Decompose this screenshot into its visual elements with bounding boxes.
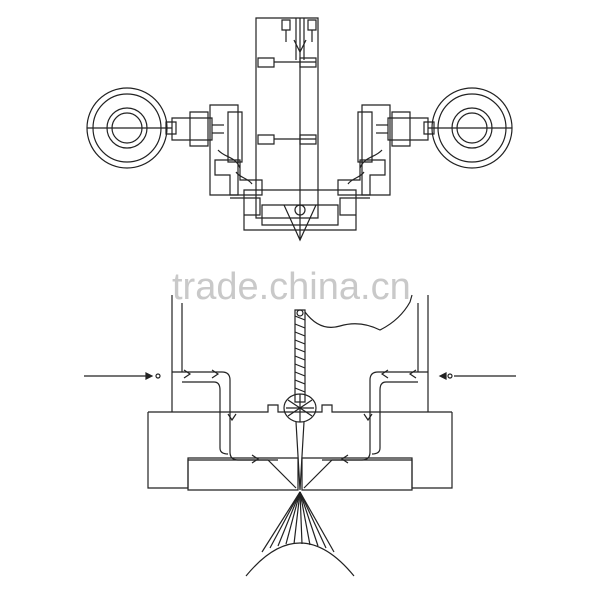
right-side-assembly — [338, 105, 428, 215]
right-inlet-arrow — [440, 373, 516, 379]
left-spool — [87, 88, 176, 168]
central-body — [244, 18, 356, 240]
polymer-feed-column — [295, 310, 305, 402]
top-assembly-view — [87, 18, 512, 240]
fiber-spray — [262, 492, 334, 552]
collector-drum — [246, 543, 354, 576]
right-air-channel — [304, 372, 428, 488]
bottom-flow-schematic — [84, 295, 516, 576]
left-side-assembly — [172, 105, 262, 215]
right-spool — [424, 88, 512, 168]
left-inlet-arrow — [84, 373, 160, 379]
left-air-channel — [172, 372, 296, 488]
hopper-outline — [305, 295, 412, 330]
left-housing — [148, 405, 300, 488]
right-housing — [300, 405, 452, 488]
die-head — [284, 394, 316, 490]
